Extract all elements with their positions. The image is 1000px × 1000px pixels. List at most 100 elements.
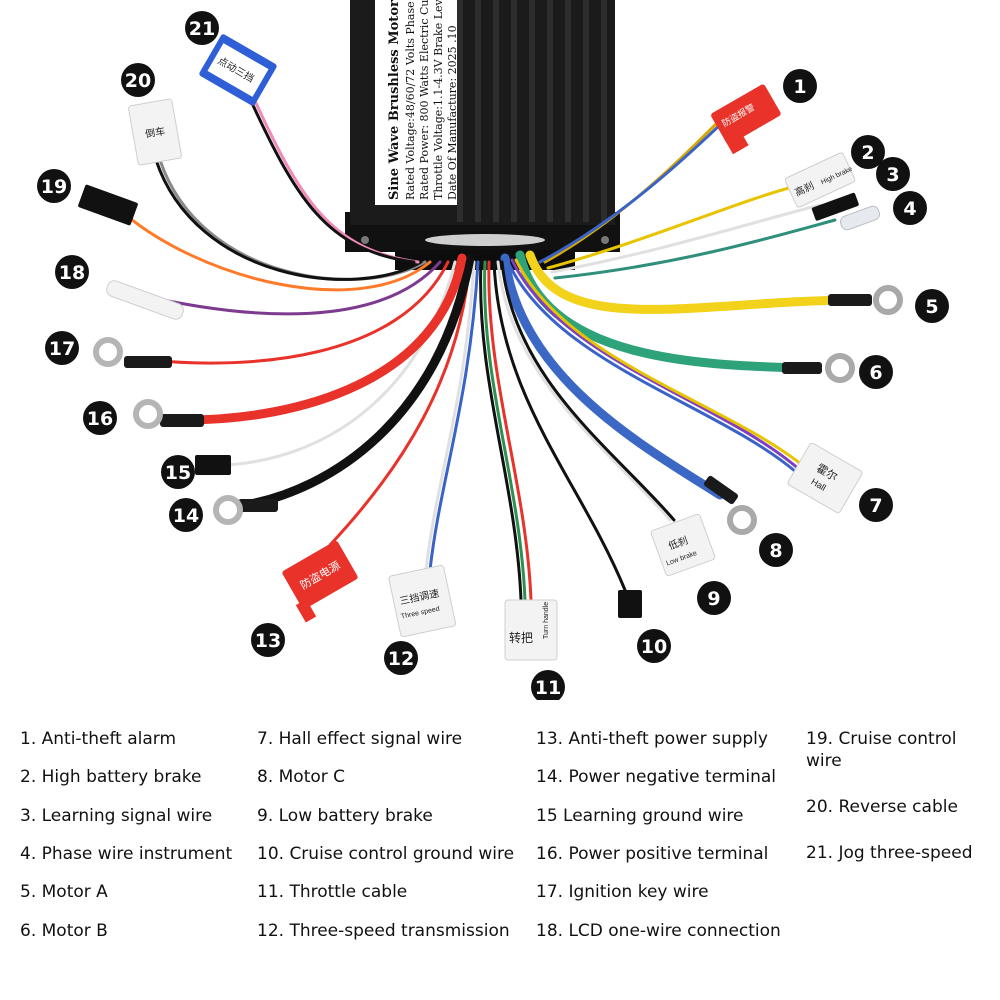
svg-text:3: 3 (886, 164, 899, 186)
connector-6-motor-b (782, 353, 855, 383)
callout-10: 10 (637, 629, 671, 663)
wire-8-motor-c (500, 253, 725, 500)
callout-1: 1 (783, 69, 817, 103)
callout-16: 16 (83, 401, 117, 435)
connector-14-power-negative (213, 495, 278, 525)
callout-3: 3 (876, 157, 910, 191)
connector-11-label-en: Turn handle (543, 602, 550, 639)
callout-19: 19 (37, 169, 71, 203)
connector-20-reverse: 倒车 (128, 98, 182, 166)
connector-17-ignition (93, 337, 172, 368)
legend-item-6: 6. Motor B (20, 921, 108, 941)
wire-11c (479, 260, 523, 602)
svg-text:8: 8 (769, 540, 782, 562)
controller-label-line-3: Rated Power: 800 Watts Electric Current:… (418, 0, 431, 200)
callout-4: 4 (893, 191, 927, 225)
controller-label-line-2: Rated Voltage:48/60/72 Volts Phase Angle… (404, 0, 417, 200)
wire-15-learning-ground (223, 260, 457, 467)
callout-15: 15 (161, 455, 195, 489)
svg-text:4: 4 (903, 198, 916, 220)
svg-text:12: 12 (388, 648, 414, 670)
connector-7-hall: 霍尔 Hall (787, 442, 863, 514)
legend-item-10: 10. Cruise control ground wire (257, 844, 515, 864)
wire-7c (506, 260, 798, 474)
legend-item-7: 7. Hall effect signal wire (257, 729, 463, 749)
wire-9b (500, 260, 676, 522)
legend-item-12: 12. Three-speed transmission (257, 921, 510, 941)
connector-10-cruise-ground (618, 590, 642, 618)
svg-text:9: 9 (707, 588, 720, 610)
legend-item-19: 19. Cruise control (806, 729, 957, 749)
controller-label-line-4: Throttle Voltage:1.1-4.3V Brake Level:Hi… (432, 0, 445, 200)
wire-19-cruise (118, 208, 432, 292)
legend-item-9: 9. Low battery brake (257, 806, 433, 826)
connector-15-learning-ground (195, 455, 231, 475)
legend-item-19-wrap: wire (806, 751, 842, 771)
wire-9-low-brake (496, 260, 672, 522)
svg-text:11: 11 (535, 677, 561, 699)
connector-2-high-brake: 高刹 High brake (784, 152, 856, 208)
connector-21-jog: 点动三挡 (199, 34, 277, 106)
callout-8: 8 (759, 533, 793, 567)
svg-text:6: 6 (869, 362, 882, 384)
callout-6: 6 (859, 355, 893, 389)
connector-4-phase-instrument (840, 205, 880, 231)
connector-19-cruise (78, 184, 138, 226)
connector-13-anti-theft-power: 防盗电源 (282, 541, 358, 623)
legend-item-15: 15 Learning ground wire (536, 806, 744, 826)
controller-label: Sine Wave Brushless Motor Controller Rat… (387, 0, 459, 200)
callout-11: 11 (531, 670, 565, 700)
connector-11-label-cn: 转把 (509, 630, 533, 645)
wire-2-high-brake (546, 183, 802, 270)
wire-18-lcd (138, 260, 442, 316)
svg-text:20: 20 (125, 70, 151, 92)
svg-text:13: 13 (255, 630, 281, 652)
connector-5-motor-a (828, 285, 903, 315)
connector-8-motor-c (703, 475, 757, 535)
wire-7b (514, 258, 808, 470)
legend-item-5: 5. Motor A (20, 882, 108, 902)
connector-20-label-cn: 倒车 (144, 124, 166, 140)
svg-text:1: 1 (793, 76, 806, 98)
callout-21: 21 (185, 11, 219, 45)
controller-label-line-1: Sine Wave Brushless Motor Controller (387, 0, 402, 200)
svg-text:21: 21 (189, 18, 215, 40)
wire-20b (154, 158, 423, 281)
svg-text:5: 5 (925, 296, 938, 318)
legend-item-1: 1. Anti-theft alarm (20, 729, 177, 749)
wire-7-hall (510, 258, 802, 472)
wire-14-power-negative (240, 253, 475, 510)
connector-16-power-positive (133, 399, 204, 429)
wire-5-motor-a (525, 250, 865, 314)
legend-item-3: 3. Learning signal wire (20, 806, 213, 826)
legend-item-14: 14. Power negative terminal (536, 767, 777, 787)
wire-17-ignition (148, 260, 450, 365)
callout-7: 7 (859, 488, 893, 522)
svg-text:18: 18 (59, 262, 85, 284)
svg-text:19: 19 (41, 176, 67, 198)
legend: 1. Anti-theft alarm 2. High battery brak… (0, 720, 1000, 990)
connector-12-three-speed: 三挡调速 Three speed (388, 564, 456, 638)
svg-text:17: 17 (49, 338, 75, 360)
callout-18: 18 (55, 255, 89, 289)
wire-12b (424, 260, 476, 572)
connector-3-learning (811, 192, 859, 221)
callout-2: 2 (851, 135, 885, 169)
legend-item-8: 8. Motor C (257, 767, 346, 787)
callout-9: 9 (697, 581, 731, 615)
callout-5: 5 (915, 289, 949, 323)
connector-9-low-brake: 低刹 Low brake (650, 513, 716, 577)
legend-item-18: 18. LCD one-wire connection (536, 921, 781, 941)
connector-1-anti-theft-alarm: 防盗报警 (711, 84, 781, 155)
wires (118, 88, 865, 602)
wire-11b (487, 260, 533, 602)
legend-item-2: 2. High battery brake (20, 767, 202, 787)
controller-wiring-diagram: Sine Wave Brushless Motor Controller Rat… (37, 0, 949, 700)
wire-3-learning (550, 203, 822, 274)
wire-12-three-speed (428, 260, 480, 572)
wire-11-throttle (483, 260, 527, 602)
wire-10-cruise-ground (492, 260, 627, 592)
wire-13-anti-theft-power (328, 258, 472, 547)
svg-text:16: 16 (87, 408, 113, 430)
wire-21b (244, 88, 416, 264)
